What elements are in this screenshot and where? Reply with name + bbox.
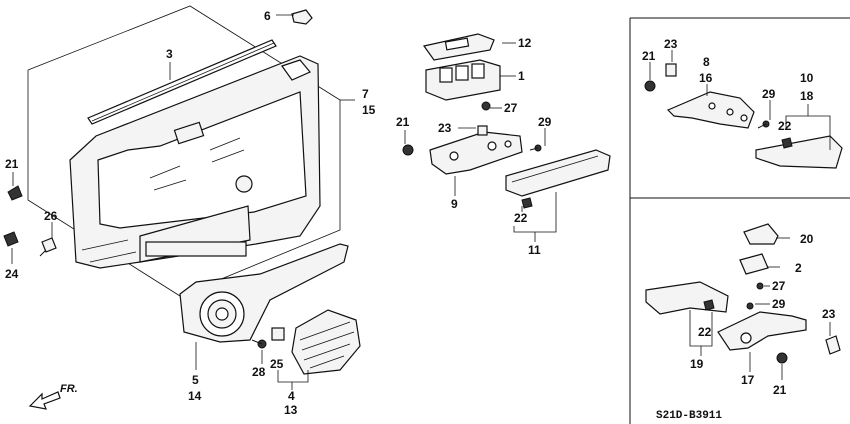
grip-bracket-part-8-16 — [666, 91, 755, 129]
callout-3: 3 — [166, 47, 173, 61]
leader-lines — [11, 14, 831, 390]
callout-21-center: 21 — [396, 115, 410, 129]
switch-bezel-part-12 — [422, 33, 495, 61]
callout-18: 18 — [800, 89, 814, 103]
callout-6: 6 — [264, 9, 271, 23]
clip-part-6 — [291, 9, 313, 25]
armrest-grip-part-10-18 — [755, 135, 843, 169]
callout-7: 7 — [362, 87, 369, 101]
clip-part-24 — [3, 231, 19, 247]
front-direction-arrow: FR. — [28, 383, 78, 410]
armrest-grip-part-11 — [505, 149, 611, 197]
callout-26: 26 — [44, 209, 58, 223]
callout-5: 5 — [192, 373, 199, 387]
callout-25: 25 — [270, 357, 284, 371]
grip-part-19 — [645, 281, 729, 315]
callout-19: 19 — [690, 357, 704, 371]
callout-20: 20 — [800, 232, 814, 246]
callout-23-topright: 23 — [664, 37, 678, 51]
callout-21-topright: 21 — [642, 49, 656, 63]
screw-part-27-bottomright — [756, 282, 764, 290]
callout-14: 14 — [188, 389, 202, 403]
callout-labels: 6 3 7 15 12 1 27 23 21 29 9 22 11 21 24 … — [5, 9, 836, 417]
callout-22-center: 22 — [514, 211, 528, 225]
diagram-code: S21D-B3911 — [656, 410, 722, 422]
callout-13: 13 — [284, 403, 298, 417]
screw-part-29-topright — [757, 120, 770, 129]
callout-4: 4 — [288, 389, 295, 403]
clip-part-26 — [39, 237, 57, 257]
clip-part-22-topright — [781, 137, 793, 149]
window-switch-part-1 — [425, 59, 501, 101]
screw-part-28 — [251, 339, 267, 349]
switch-part-2 — [739, 253, 769, 275]
callout-27-bottomright: 27 — [772, 279, 786, 293]
screw-part-29-center — [529, 144, 542, 152]
callout-15: 15 — [362, 103, 376, 117]
callout-22-topright: 22 — [778, 119, 792, 133]
callout-21-bottomright: 21 — [773, 383, 787, 397]
callout-10: 10 — [800, 71, 814, 85]
nut-part-23-topright — [665, 63, 677, 77]
door-pocket-part-5-14 — [179, 243, 349, 343]
door-lining-frame — [27, 5, 341, 297]
callout-24: 24 — [5, 267, 19, 281]
screw-part-29-bottomright — [746, 302, 754, 310]
callout-11: 11 — [528, 243, 541, 257]
nut-part-23-center — [477, 125, 488, 136]
callout-2: 2 — [795, 261, 802, 275]
clip-part-21-left — [7, 185, 23, 201]
callout-16: 16 — [699, 71, 713, 85]
front-direction-label: FR. — [60, 383, 78, 395]
screw-part-27-center — [481, 101, 491, 111]
callout-23-bottomright: 23 — [822, 307, 836, 321]
callout-8: 8 — [703, 55, 710, 69]
nut-part-23-bottomright — [825, 335, 841, 355]
callout-28: 28 — [252, 365, 266, 379]
callout-1: 1 — [518, 69, 525, 83]
clip-part-21-bottomright — [776, 352, 788, 364]
callout-29-bottomright: 29 — [772, 297, 786, 311]
callout-29-topright: 29 — [762, 87, 776, 101]
callout-12: 12 — [518, 36, 532, 50]
clip-part-22-bottomright — [703, 299, 715, 311]
clip-part-25 — [271, 327, 285, 341]
clip-part-22-center — [521, 197, 533, 209]
callout-23-center: 23 — [438, 121, 452, 135]
door-lining-part-7-15 — [69, 55, 321, 269]
callout-22-bottomright: 22 — [698, 325, 712, 339]
callout-17: 17 — [741, 373, 755, 387]
section-dividers — [629, 17, 850, 424]
callout-29-center: 29 — [538, 115, 552, 129]
callout-21-left: 21 — [5, 157, 19, 171]
bracket-part-17 — [717, 311, 807, 351]
callout-27-center: 27 — [504, 101, 518, 115]
bezel-part-20 — [743, 223, 779, 245]
clip-part-21-center — [402, 144, 414, 156]
callout-9: 9 — [451, 197, 458, 211]
speaker-grille-part-4-13 — [291, 309, 361, 375]
weatherstrip-part-3 — [87, 39, 277, 125]
handle-bracket-part-9 — [429, 131, 523, 175]
clip-part-21-topright — [644, 80, 656, 92]
